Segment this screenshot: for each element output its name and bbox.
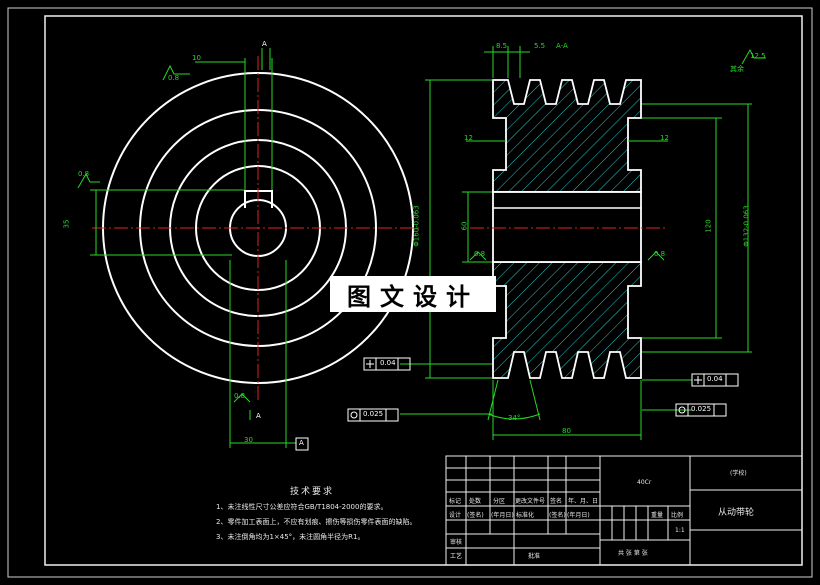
tol-runout-right: 0.025 [691,405,712,413]
cut-mark-bottom: A [256,412,261,420]
dim-5-5: 5.5 [534,42,546,50]
dim-width-80: 80 [562,427,571,435]
tb-standard: 标准化 [516,512,535,519]
tb-review: 审核 [450,539,463,546]
tb-standard-date: (年月日) [567,512,590,519]
tech-note-1: 1、未注线性尺寸公差应符合GB/T1804-2000的要求。 [216,503,388,511]
tb-standard-sign: (签名) [549,512,566,519]
dim-8-5: 8.5 [496,42,508,50]
dim-120: 120 [704,219,713,233]
tb-zone: 分区 [493,498,506,505]
material-label: 40Cr [637,479,652,486]
inner-frame [44,15,803,566]
tb-design-sign: (签名) [467,512,484,519]
tb-weight: 重量 [651,512,664,519]
roughness-0-8-sec-right: 0.8 [654,250,666,258]
tb-approve: 批准 [528,553,541,560]
dim-dia-132: Φ132-0.063 [742,205,751,247]
section-view [492,79,642,379]
dim-bore: 30 [244,436,253,444]
datum-box-front [295,437,309,451]
tb-design: 设计 [449,512,462,519]
watermark-label: 图文设计 [330,276,496,312]
dim-dia-160: Φ160-0.063 [412,205,421,247]
tb-date: 年、月、日 [568,498,599,505]
tb-scale-value: 1:1 [675,527,685,534]
tb-mark: 标记 [449,498,462,505]
tech-requirements-title: 技术要求 [290,487,335,497]
datum-label-front: A [299,439,304,447]
tolerance-frames [347,357,739,422]
tech-requirements-notes: 1、未注线性尺寸公差应符合GB/T1804-2000的要求。 2、零件加工表面上… [216,500,416,545]
tb-scale-label: 比例 [671,512,684,519]
roughness-rest: 其余 [730,65,744,73]
roughness-0-8-top: 0.8 [168,74,180,82]
title-block-grid [445,455,803,566]
tol-runout-left: 0.025 [363,410,384,418]
section-dims [400,46,766,440]
dim-key-height: 35 [62,219,71,229]
dim-12-left: 12 [464,134,473,142]
dim-60: 60 [460,221,469,231]
front-dims [77,48,296,448]
roughness-12-5: 12.5 [750,52,766,60]
tol-perp-left: 0.04 [380,359,396,367]
dim-groove-angle: 34° [508,414,521,422]
roughness-0-8-left: 0.8 [78,170,90,178]
tb-process: 工艺 [450,553,463,560]
cut-mark-top: A [262,40,267,48]
tb-sheets: 共 张 第 张 [618,550,648,557]
tb-change-doc: 更改文件号 [515,498,546,505]
tb-count: 处数 [469,498,482,505]
roughness-0-8-bottom: 0.8 [234,392,246,400]
part-name-label: 从动带轮 [718,508,755,518]
dim-keyway-width: 10 [192,54,201,62]
tech-note-2: 2、零件加工表面上，不应有划痕、擦伤等损伤零件表面的缺陷。 [216,518,417,526]
front-centerlines [92,56,420,400]
tb-design-date: (年月日) [491,512,514,519]
tech-note-3: 3、未注倒角均为1×45°，未注圆角半径为R1。 [216,533,365,541]
dim-12-right: 12 [660,134,669,142]
outer-frame [7,7,813,578]
roughness-0-8-sec-left: 0.8 [474,250,486,258]
section-label: A-A [556,42,568,50]
tol-perp-right: 0.04 [707,375,723,383]
school-label: (学校) [730,470,747,477]
tb-sign: 签名 [550,498,563,505]
